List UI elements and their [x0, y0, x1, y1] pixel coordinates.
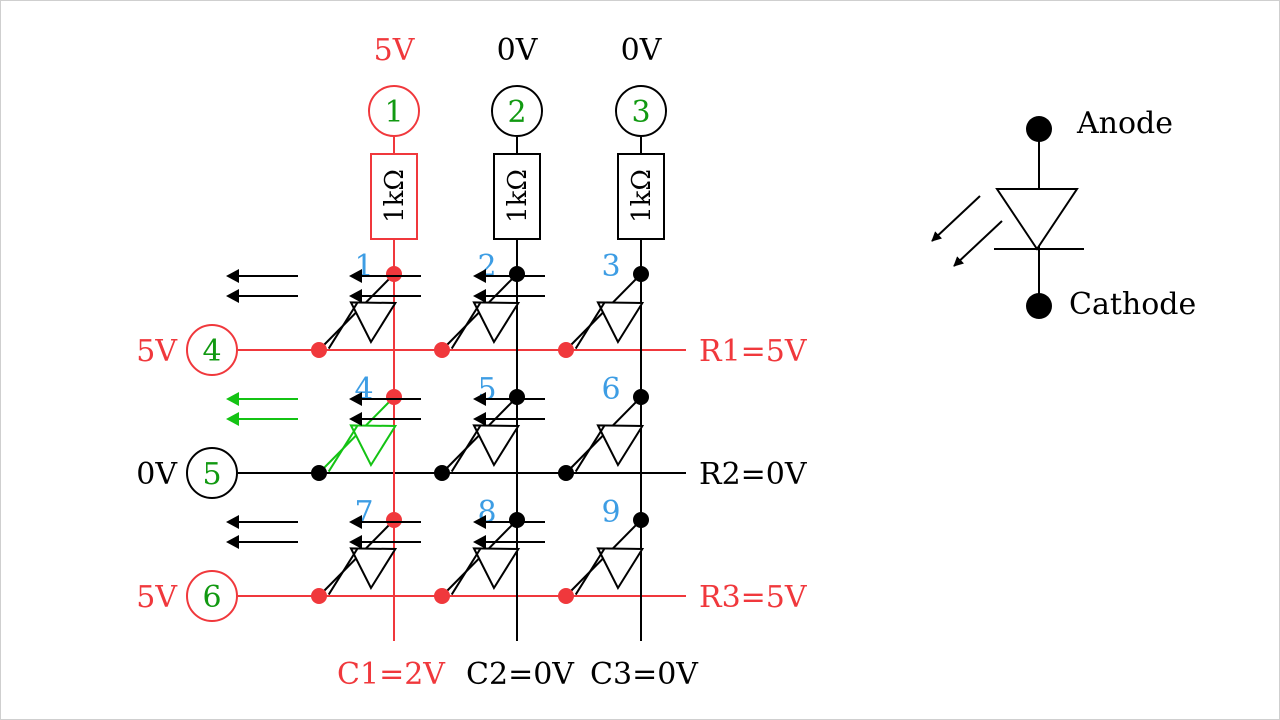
column-2-voltage: 0V [497, 33, 539, 68]
pin-6-number: 6 [202, 580, 221, 615]
row-3-right-label: R3=5V [699, 580, 808, 615]
legend-light-arrow [931, 195, 981, 242]
row-2-voltage: 0V [136, 457, 178, 492]
led-2-light-arrow-head [349, 269, 362, 283]
led-4-triangle [349, 424, 398, 468]
resistor-c1-label: 1kΩ [380, 169, 410, 223]
led-2-cathode-node [434, 342, 450, 358]
led-7-cathode-node [311, 588, 327, 604]
led-6-number: 6 [601, 372, 620, 407]
anode-terminal [1026, 116, 1052, 142]
led-2-bar [450, 302, 482, 350]
led-5-light-arrow-head [349, 412, 362, 426]
led-6-triangle [596, 424, 645, 468]
led-3-anode-node [633, 266, 649, 282]
resistor-c3-label: 1kΩ [627, 169, 657, 223]
led-9-anode-node [633, 512, 649, 528]
column-1-voltage: 5V [374, 33, 416, 68]
led-4-cathode-node [311, 465, 327, 481]
led-1-anode-node [386, 266, 402, 282]
pin-6: 6 [186, 570, 238, 622]
cathode-terminal [1026, 293, 1052, 319]
led-4-light-arrow-head [226, 392, 239, 406]
led-6-anode-node [633, 389, 649, 405]
led-symbol-legend: Anode Cathode [931, 106, 1196, 322]
led-5-cathode-node [434, 465, 450, 481]
led-3-triangle [596, 301, 645, 345]
led-2-anode-node [509, 266, 525, 282]
pin-1: 1 [368, 85, 420, 137]
resistor-c3: 1kΩ [617, 153, 665, 240]
led-8-light-arrow-head [349, 535, 362, 549]
led-9-triangle [596, 547, 645, 591]
led-5-light-arrow-head [349, 392, 362, 406]
row-3-voltage: 5V [136, 580, 178, 615]
led-9-light-arrow-head [473, 535, 486, 549]
led-3-light-arrow-head [473, 289, 486, 303]
led-5-bar [450, 425, 482, 473]
column-3-bottom-label: C3=0V [590, 657, 699, 692]
led-1-bar [327, 302, 359, 350]
pin-2-number: 2 [507, 95, 526, 130]
pin-5-number: 5 [202, 457, 221, 492]
legend-diode-triangle [995, 188, 1079, 251]
resistor-c2-label: 1kΩ [503, 169, 533, 223]
led-6-cathode-node [558, 465, 574, 481]
column-2-bottom-label: C2=0V [466, 657, 575, 692]
resistor-c2: 1kΩ [493, 153, 541, 240]
row-1-voltage: 5V [136, 334, 178, 369]
pin-3-number: 3 [631, 95, 650, 130]
pin-1-number: 1 [384, 95, 403, 130]
led-7-light-arrow-head [226, 515, 239, 529]
led-3-number: 3 [601, 249, 620, 284]
led-4-bar [327, 425, 359, 473]
pin-2: 2 [491, 85, 543, 137]
column-1-bottom-label: C1=2V [337, 657, 446, 692]
pin-5: 5 [186, 447, 238, 499]
led-6-light-arrow-head [473, 412, 486, 426]
led-1-triangle [349, 301, 398, 345]
led-9-number: 9 [601, 495, 620, 530]
led-1-cathode-node [311, 342, 327, 358]
anode-label: Anode [1076, 106, 1173, 141]
led-3-light-arrow-head [473, 269, 486, 283]
led-8-triangle [472, 547, 521, 591]
led-1-light-arrow-head [226, 269, 239, 283]
led-3-cathode-node [558, 342, 574, 358]
led-7-anode-node [386, 512, 402, 528]
column-3-voltage: 0V [621, 33, 663, 68]
led-3-bar [574, 302, 606, 350]
led-2-triangle [472, 301, 521, 345]
led-4-anode-node [386, 389, 402, 405]
pin-3: 3 [615, 85, 667, 137]
led-5-anode-node [509, 389, 525, 405]
led-7-triangle [349, 547, 398, 591]
led-9-light-arrow-head [473, 515, 486, 529]
led-9-bar [574, 548, 606, 596]
legend-light-arrow [953, 220, 1003, 267]
row-1-right-label: R1=5V [699, 334, 808, 369]
led-8-light-arrow-head [349, 515, 362, 529]
led-8-bar [450, 548, 482, 596]
cathode-label: Cathode [1069, 287, 1196, 322]
led-4-light-arrow-head [226, 412, 239, 426]
led-7-bar [327, 548, 359, 596]
pin-4: 4 [186, 324, 238, 376]
led-5-triangle [472, 424, 521, 468]
resistor-c1: 1kΩ [370, 153, 418, 240]
led-6-light-arrow-head [473, 392, 486, 406]
led-2-light-arrow-head [349, 289, 362, 303]
led-6-bar [574, 425, 606, 473]
led-1-light-arrow-head [226, 289, 239, 303]
row-2-right-label: R2=0V [699, 457, 808, 492]
led-8-cathode-node [434, 588, 450, 604]
led-7-light-arrow-head [226, 535, 239, 549]
led-9-cathode-node [558, 588, 574, 604]
led-8-anode-node [509, 512, 525, 528]
pin-4-number: 4 [202, 334, 221, 369]
